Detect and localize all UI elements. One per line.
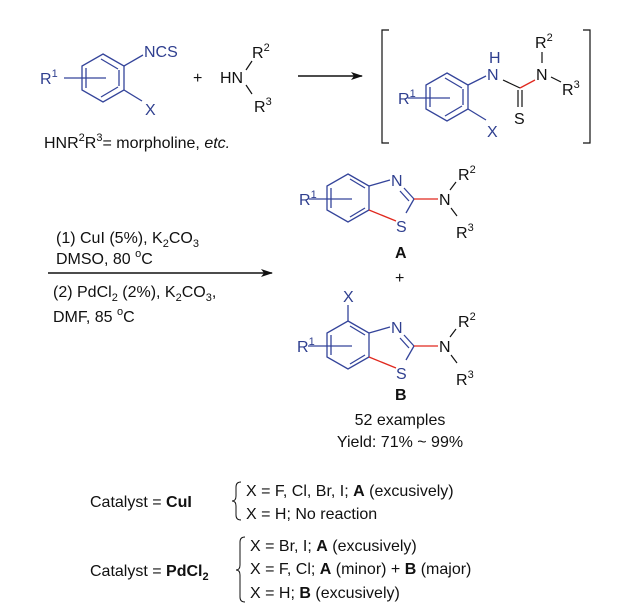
catalyst-cui-summary: Catalyst = CuI X = F, Cl, Br, I; A (excu… (90, 481, 454, 523)
reaction-conditions: (1) CuI (5%), K2CO3 DMSO, 80 oC (2) PdCl… (48, 230, 273, 326)
step2-line1: (2) PdCl2 (2%), K2CO3, (53, 284, 216, 304)
intermediate-bracket (381, 29, 591, 144)
svg-text:H: H (489, 50, 501, 67)
r1-label: R1 (40, 68, 58, 88)
step2-line2: DMF, 85 oC (53, 306, 135, 326)
step1-line2: DMSO, 80 oC (56, 248, 153, 268)
reactant-aryl-isothiocyanate (64, 53, 144, 103)
svg-text:R1: R1 (398, 88, 416, 108)
svg-text:N: N (439, 192, 451, 209)
svg-text:R3: R3 (456, 369, 474, 389)
svg-text:Catalyst = PdCl2: Catalyst = PdCl2 (90, 563, 209, 583)
product-b-benzothiazole (308, 305, 415, 370)
plus-sign-products: + (395, 270, 404, 287)
product-a-benzothiazole (309, 173, 415, 223)
svg-text:N: N (391, 320, 403, 337)
new-bond-cn (519, 79, 536, 89)
svg-text:X: X (487, 124, 498, 141)
svg-text:N: N (487, 67, 499, 84)
svg-text:R1: R1 (297, 336, 315, 356)
amine-note: HNR2R3= morpholine, etc. (44, 132, 230, 152)
hn-label: HN (220, 70, 243, 87)
yield-range: Yield: 71% ~ 99% (337, 434, 463, 451)
new-bond-cs (368, 356, 397, 369)
svg-text:R2: R2 (458, 311, 476, 331)
svg-text:R1: R1 (299, 189, 317, 209)
intermediate-thiourea (408, 72, 487, 122)
svg-text:X = H; No reaction: X = H; No reaction (246, 506, 377, 523)
svg-text:Catalyst = CuI: Catalyst = CuI (90, 494, 192, 511)
product-a-label: A (395, 245, 407, 262)
svg-text:R2: R2 (535, 32, 553, 52)
svg-text:N: N (439, 339, 451, 356)
svg-text:R2: R2 (252, 42, 270, 62)
product-b-label: B (395, 387, 407, 404)
svg-text:X = F, Cl; A (minor) + B (majo: X = F, Cl; A (minor) + B (major) (250, 561, 471, 578)
step1-line1: (1) CuI (5%), K2CO3 (56, 230, 199, 250)
svg-text:X = Br, I; A (excusively): X = Br, I; A (excusively) (250, 538, 417, 555)
ncs-label: NCS (144, 44, 178, 61)
svg-text:X = H; B (excusively): X = H; B (excusively) (250, 585, 400, 602)
brace-icon (231, 481, 242, 521)
svg-text:R3: R3 (456, 222, 474, 242)
ncs-bond (123, 54, 144, 67)
svg-text:S: S (396, 219, 407, 236)
x-bond (123, 89, 143, 102)
svg-text:N: N (536, 67, 548, 84)
x-label: X (145, 102, 156, 119)
svg-text:R3: R3 (562, 79, 580, 99)
svg-text:X = F, Cl, Br, I; A (excusivel: X = F, Cl, Br, I; A (excusively) (246, 483, 454, 500)
svg-text:S: S (514, 111, 525, 128)
svg-text:R2: R2 (458, 164, 476, 184)
svg-text:R3: R3 (254, 96, 272, 116)
svg-text:S: S (396, 366, 407, 383)
catalyst-pdcl2-summary: Catalyst = PdCl2 X = Br, I; A (excusivel… (90, 536, 471, 603)
examples-count: 52 examples (355, 412, 446, 429)
svg-text:N: N (391, 173, 403, 190)
new-bond-cs (368, 209, 397, 222)
benzene-ring (425, 72, 469, 122)
amine-reactant: HN R2 R3 (220, 42, 272, 116)
svg-text:X: X (343, 289, 354, 306)
brace-icon (235, 536, 246, 603)
plus-sign: + (193, 70, 202, 87)
